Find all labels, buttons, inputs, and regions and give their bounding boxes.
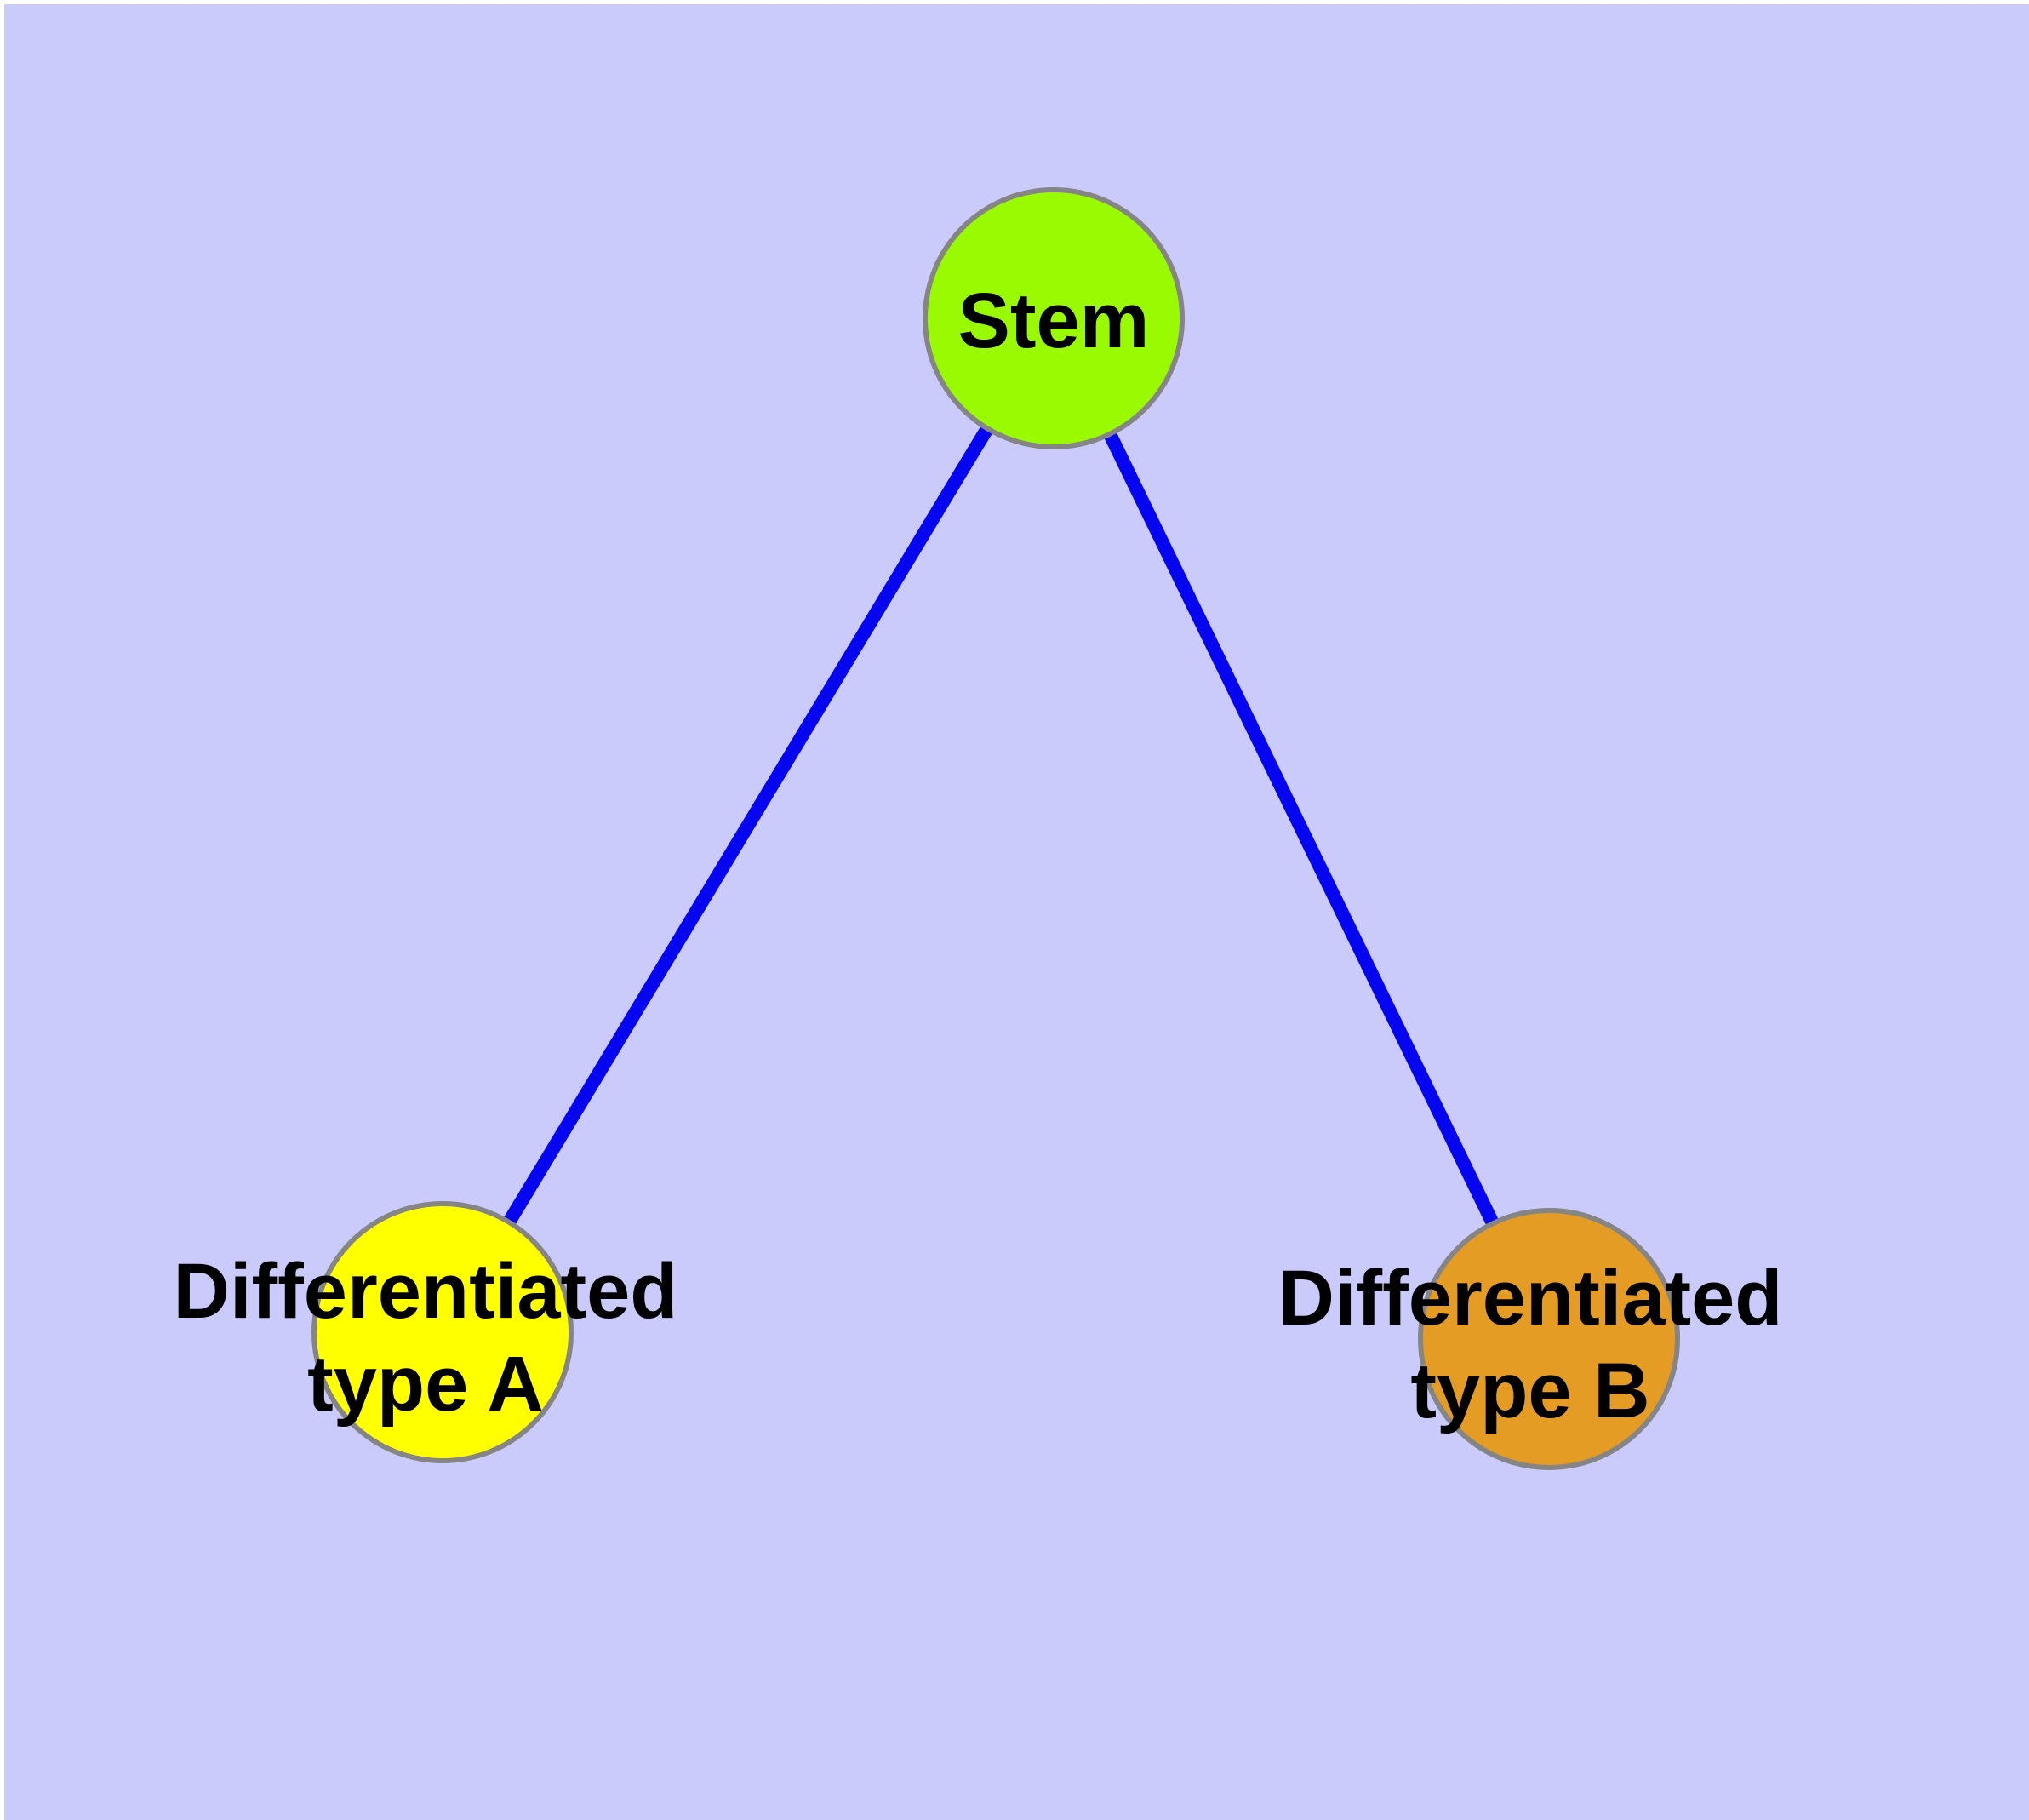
node-type-b-label-line1: Differentiated <box>1278 1255 1783 1342</box>
node-type-a-label-line1: Differentiated <box>174 1248 678 1335</box>
edge-stem-to-type-a <box>437 314 1060 1336</box>
node-type-a <box>311 1201 574 1463</box>
label-layer: Stem Differentiated type A Differentiate… <box>174 278 1783 1434</box>
node-type-a-label-line2: type A <box>307 1341 544 1428</box>
node-stem-label: Stem <box>958 278 1150 364</box>
edge-stem-to-type-b <box>1047 315 1556 1342</box>
node-layer <box>311 187 1680 1470</box>
node-stem <box>923 187 1185 449</box>
node-type-b-label-line2: type B <box>1410 1348 1649 1434</box>
edge-layer <box>437 314 1556 1342</box>
node-type-b <box>1418 1208 1680 1470</box>
